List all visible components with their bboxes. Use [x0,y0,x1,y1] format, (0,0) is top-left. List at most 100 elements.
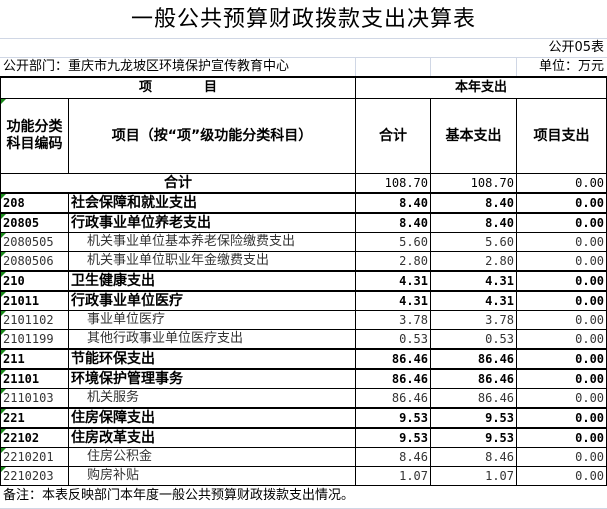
page-title: 一般公共预算财政拨款支出决算表 [130,7,476,32]
row-code: 20805 [0,212,69,233]
header-item: 项 目 [0,77,357,99]
total-label: 合计 [0,173,357,194]
row-code: 2110103 [0,388,69,409]
row-total: 1.07 [355,466,432,486]
row-code: 221 [0,407,69,429]
row-project: 0.00 [516,388,607,409]
row-name: 卫生健康支出 [67,270,357,292]
row-total: 86.46 [355,368,432,389]
row-total: 3.78 [355,310,432,330]
row-basic: 5.60 [430,232,518,252]
row-basic: 9.53 [430,407,518,429]
row-code: 2210201 [0,447,69,467]
row-basic: 86.46 [430,368,518,389]
row-total: 9.53 [355,407,432,429]
row-name: 机关事业单位基本养老保险缴费支出 [67,232,357,252]
row-total: 4.31 [355,290,432,311]
row-code: 2080505 [0,232,69,252]
row-project: 0.00 [516,368,607,389]
row-basic: 0.53 [430,329,518,350]
row-project: 0.00 [516,329,607,350]
row-project: 0.00 [516,290,607,311]
row-project: 0.00 [516,466,607,486]
row-project: 0.00 [516,192,607,214]
row-project: 0.00 [516,447,607,467]
row-basic: 86.46 [430,348,518,370]
row-project: 0.00 [516,270,607,292]
row-basic: 8.46 [430,447,518,467]
row-total: 8.46 [355,447,432,467]
row-name: 行政事业单位医疗 [67,290,357,311]
total-basic: 108.70 [430,173,518,194]
row-name: 社会保障和就业支出 [67,192,357,214]
header-name: 项目（按“项”级功能分类科目） [67,98,357,174]
row-basic: 4.31 [430,270,518,292]
header-project: 项目支出 [516,98,607,174]
header-current-year: 本年支出 [355,77,607,99]
row-name: 事业单位医疗 [67,310,357,330]
row-project: 0.00 [516,212,607,233]
row-code: 208 [0,192,69,214]
row-name: 购房补贴 [67,466,357,486]
row-code: 2210203 [0,466,69,486]
row-code: 210 [0,270,69,292]
row-basic: 9.53 [430,427,518,448]
row-total: 86.46 [355,388,432,409]
row-code: 2101199 [0,329,69,350]
row-basic: 8.40 [430,212,518,233]
row-basic: 3.78 [430,310,518,330]
row-name: 住房公积金 [67,447,357,467]
row-code: 211 [0,348,69,370]
form-number: 公开05表 [0,38,607,58]
row-name: 机关事业单位职业年金缴费支出 [67,251,357,272]
row-basic: 86.46 [430,388,518,409]
row-code: 22102 [0,427,69,448]
header-code: 功能分类科目编码 [0,98,69,174]
row-project: 0.00 [516,310,607,330]
row-code: 2080506 [0,251,69,272]
row-total: 86.46 [355,348,432,370]
header-basic: 基本支出 [430,98,518,174]
row-project: 0.00 [516,251,607,272]
department-row: 公开部门：重庆市九龙坡区环境保护宣传教育中心 单位：万元 [0,58,607,77]
row-name: 其他行政事业单位医疗支出 [67,329,357,350]
row-code: 2101102 [0,310,69,330]
row-basic: 2.80 [430,251,518,272]
row-project: 0.00 [516,232,607,252]
row-code: 21011 [0,290,69,311]
row-project: 0.00 [516,407,607,429]
row-name: 节能环保支出 [67,348,357,370]
footnote: 备注：本表反映部门本年度一般公共预算财政拨款支出情况。 [0,486,607,509]
row-total: 2.80 [355,251,432,272]
total-project: 0.00 [516,173,607,194]
row-total: 9.53 [355,427,432,448]
expenditure-table: 项 目 本年支出 功能分类科目编码 项目（按“项”级功能分类科目） 合计 基本支… [0,77,607,486]
row-total: 4.31 [355,270,432,292]
row-project: 0.00 [516,348,607,370]
header-total: 合计 [355,98,432,174]
row-name: 住房改革支出 [67,427,357,448]
row-name: 环境保护管理事务 [67,368,357,389]
row-total: 8.40 [355,212,432,233]
row-total: 8.40 [355,192,432,214]
row-basic: 4.31 [430,290,518,311]
row-total: 0.53 [355,329,432,350]
row-name: 行政事业单位养老支出 [67,212,357,233]
row-basic: 1.07 [430,466,518,486]
department-name: 公开部门：重庆市九龙坡区环境保护宣传教育中心 [3,59,290,74]
row-total: 5.60 [355,232,432,252]
total-row: 合计 108.70 108.70 0.00 [0,173,607,194]
row-code: 21101 [0,368,69,389]
